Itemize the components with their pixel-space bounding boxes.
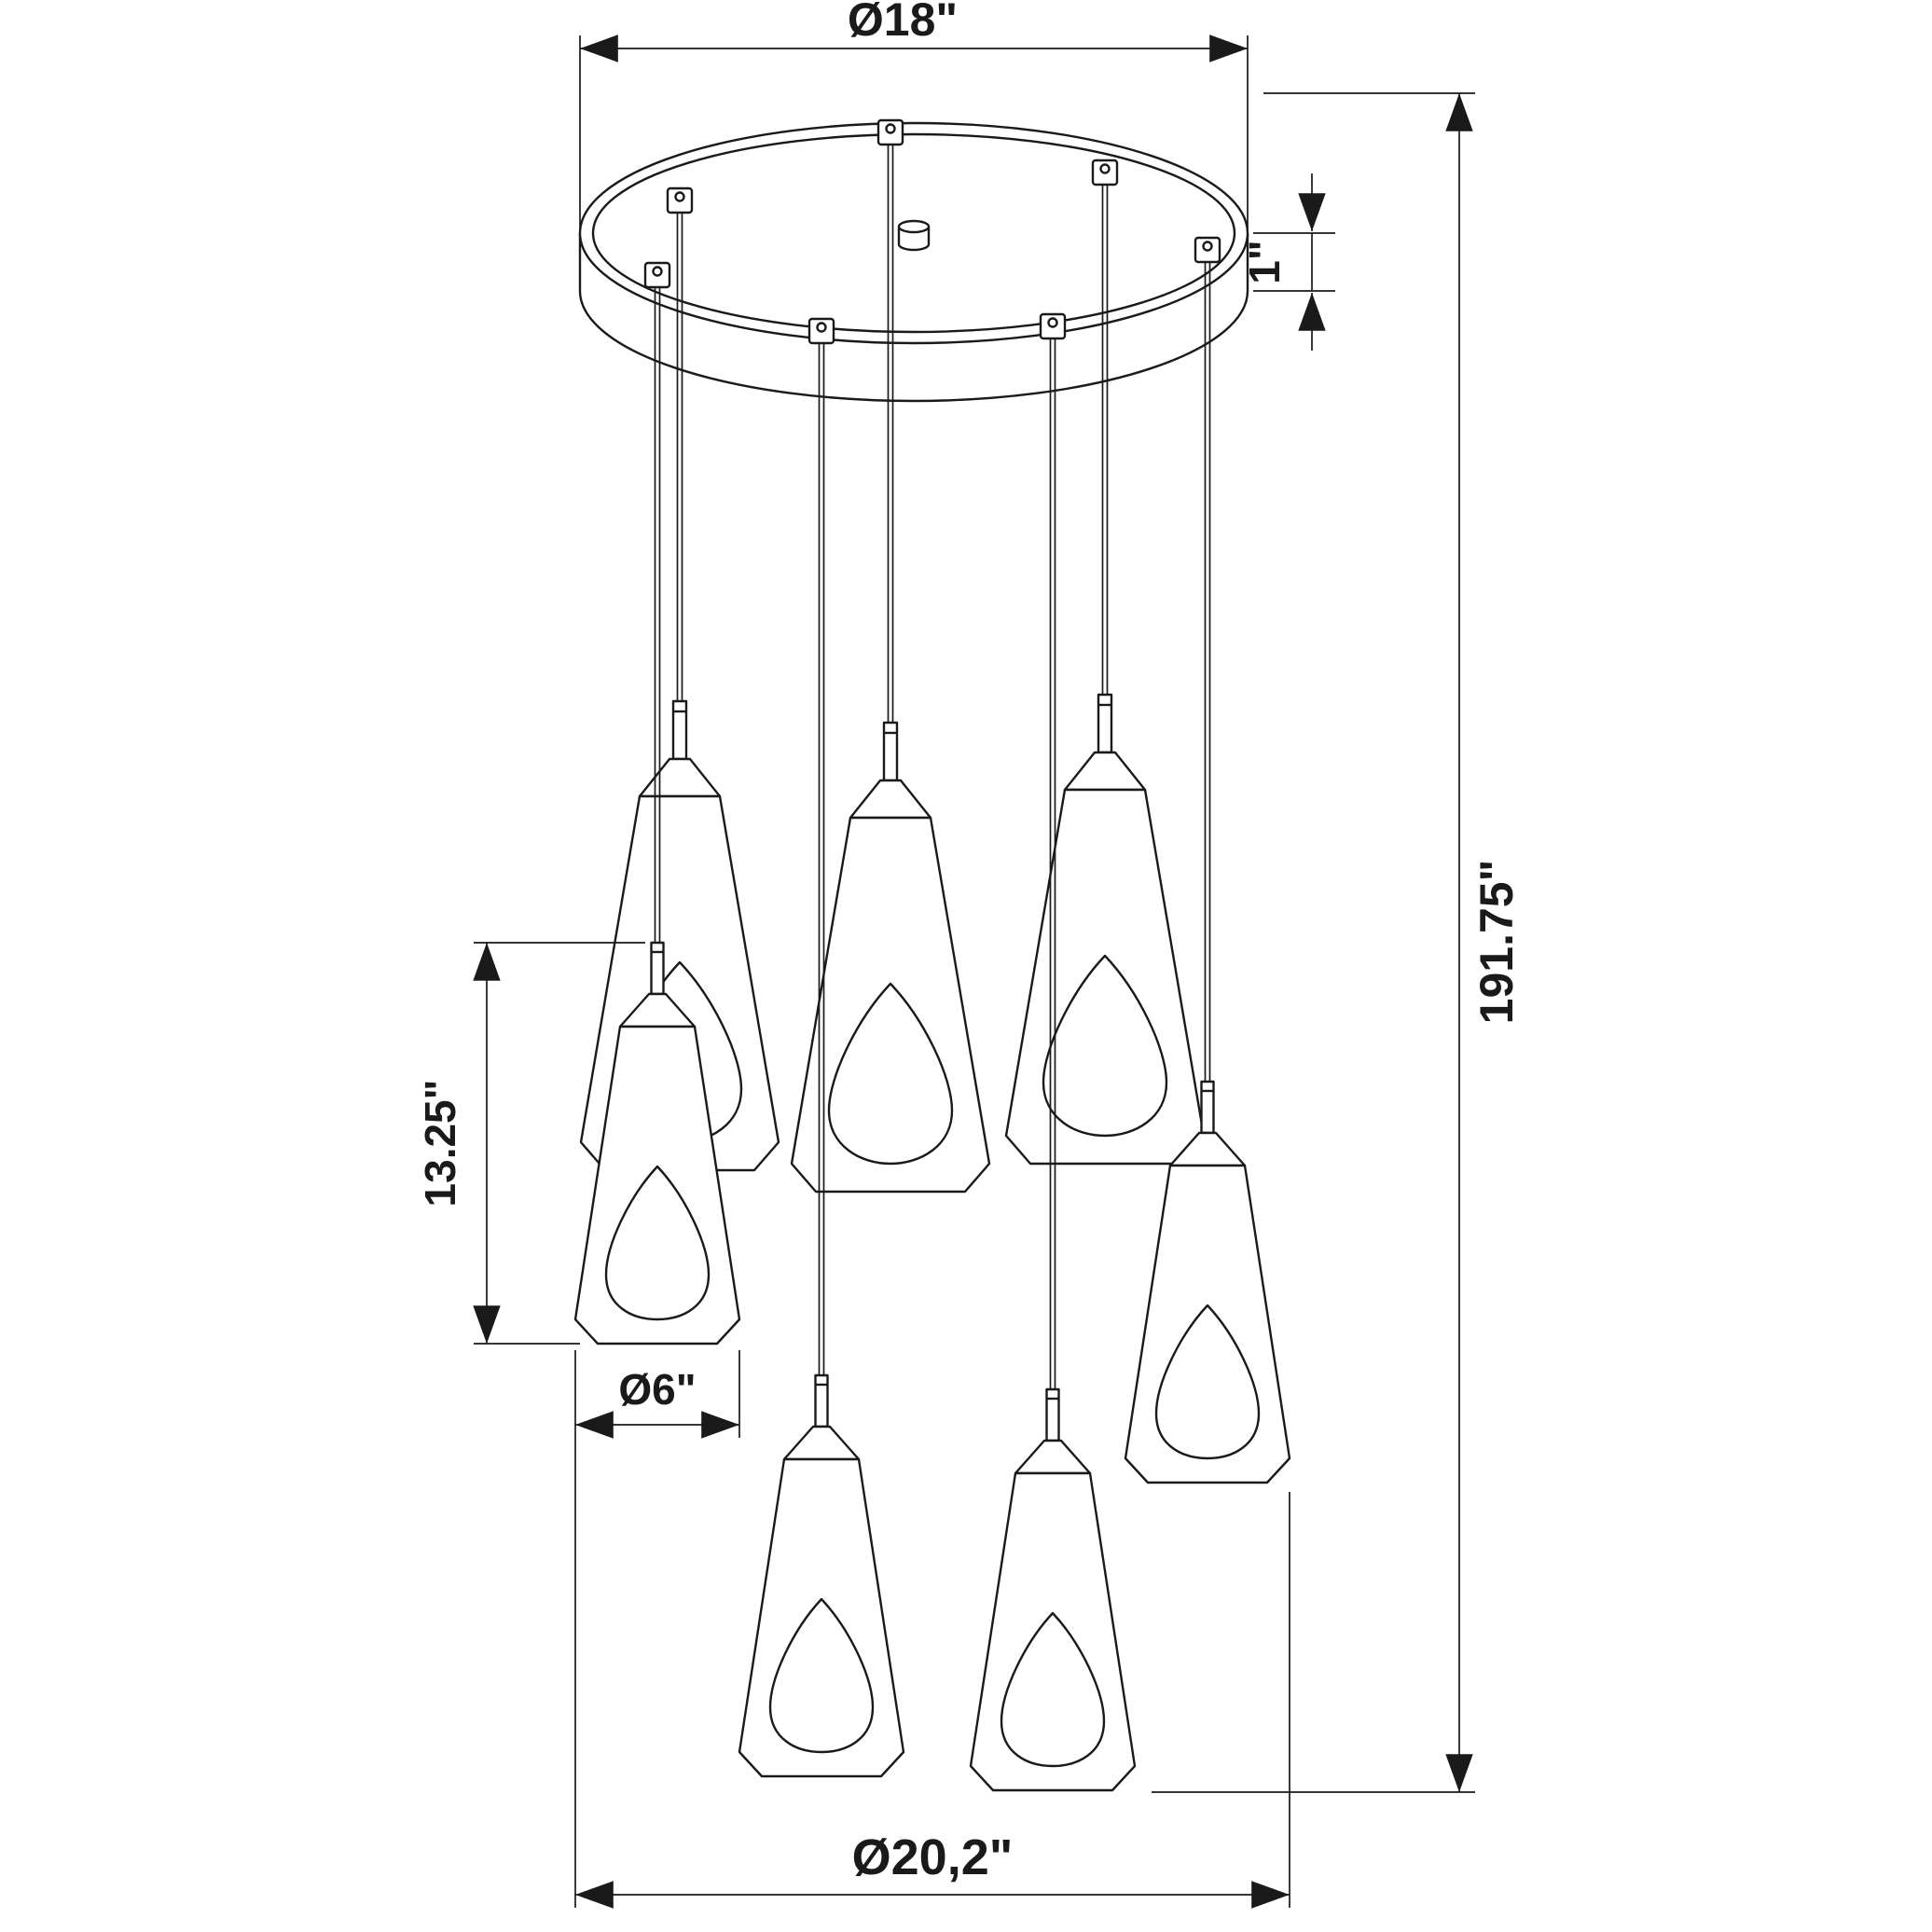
cord-grip (1194, 236, 1221, 264)
cord (818, 343, 825, 1377)
dim-label-overall-height: 191.75" (1470, 860, 1523, 1025)
dim-label-canopy-diameter: Ø18" (848, 0, 958, 46)
canopy (578, 118, 1249, 403)
dim-overall-diameter: Ø20,2" (575, 1492, 1290, 1909)
cord-grip (1091, 159, 1119, 186)
cord (887, 145, 894, 724)
lower-cords (654, 262, 1211, 1391)
cord-grip (876, 118, 904, 146)
cord (1049, 338, 1056, 1391)
canopy-bottom-rim (578, 290, 1249, 403)
cord (676, 213, 683, 703)
cord-grip (666, 186, 694, 214)
canopy-inner-edge (591, 132, 1236, 334)
dim-shade-diameter: Ø6" (574, 1350, 740, 1908)
dim-shade-height: 13.25" (416, 942, 645, 1345)
cord (654, 287, 661, 945)
dim-label-canopy-thickness: 1" (1240, 240, 1289, 283)
pendant-lower-2 (738, 1373, 905, 1778)
cord-grip (643, 261, 671, 289)
cord (1101, 185, 1109, 697)
dim-label-shade-diameter: Ø6" (618, 1365, 696, 1414)
pendant-upper-right (1004, 693, 1206, 1166)
cord (1204, 262, 1211, 1083)
dim-label-shade-height: 13.25" (416, 1080, 464, 1208)
dim-label-overall-diameter: Ø20,2" (852, 1829, 1014, 1885)
cord-grip (1039, 312, 1067, 340)
canopy-center-stem (897, 219, 931, 252)
dim-overall-height: 191.75" (1152, 92, 1523, 1793)
dim-canopy-diameter: Ø18" (579, 0, 1249, 229)
pendant-lower-3 (969, 1387, 1137, 1792)
cord-grip (807, 317, 835, 345)
upper-cords (676, 145, 1109, 724)
pendant-upper-center (790, 721, 991, 1194)
dim-canopy-thickness: 1" (1240, 173, 1335, 351)
